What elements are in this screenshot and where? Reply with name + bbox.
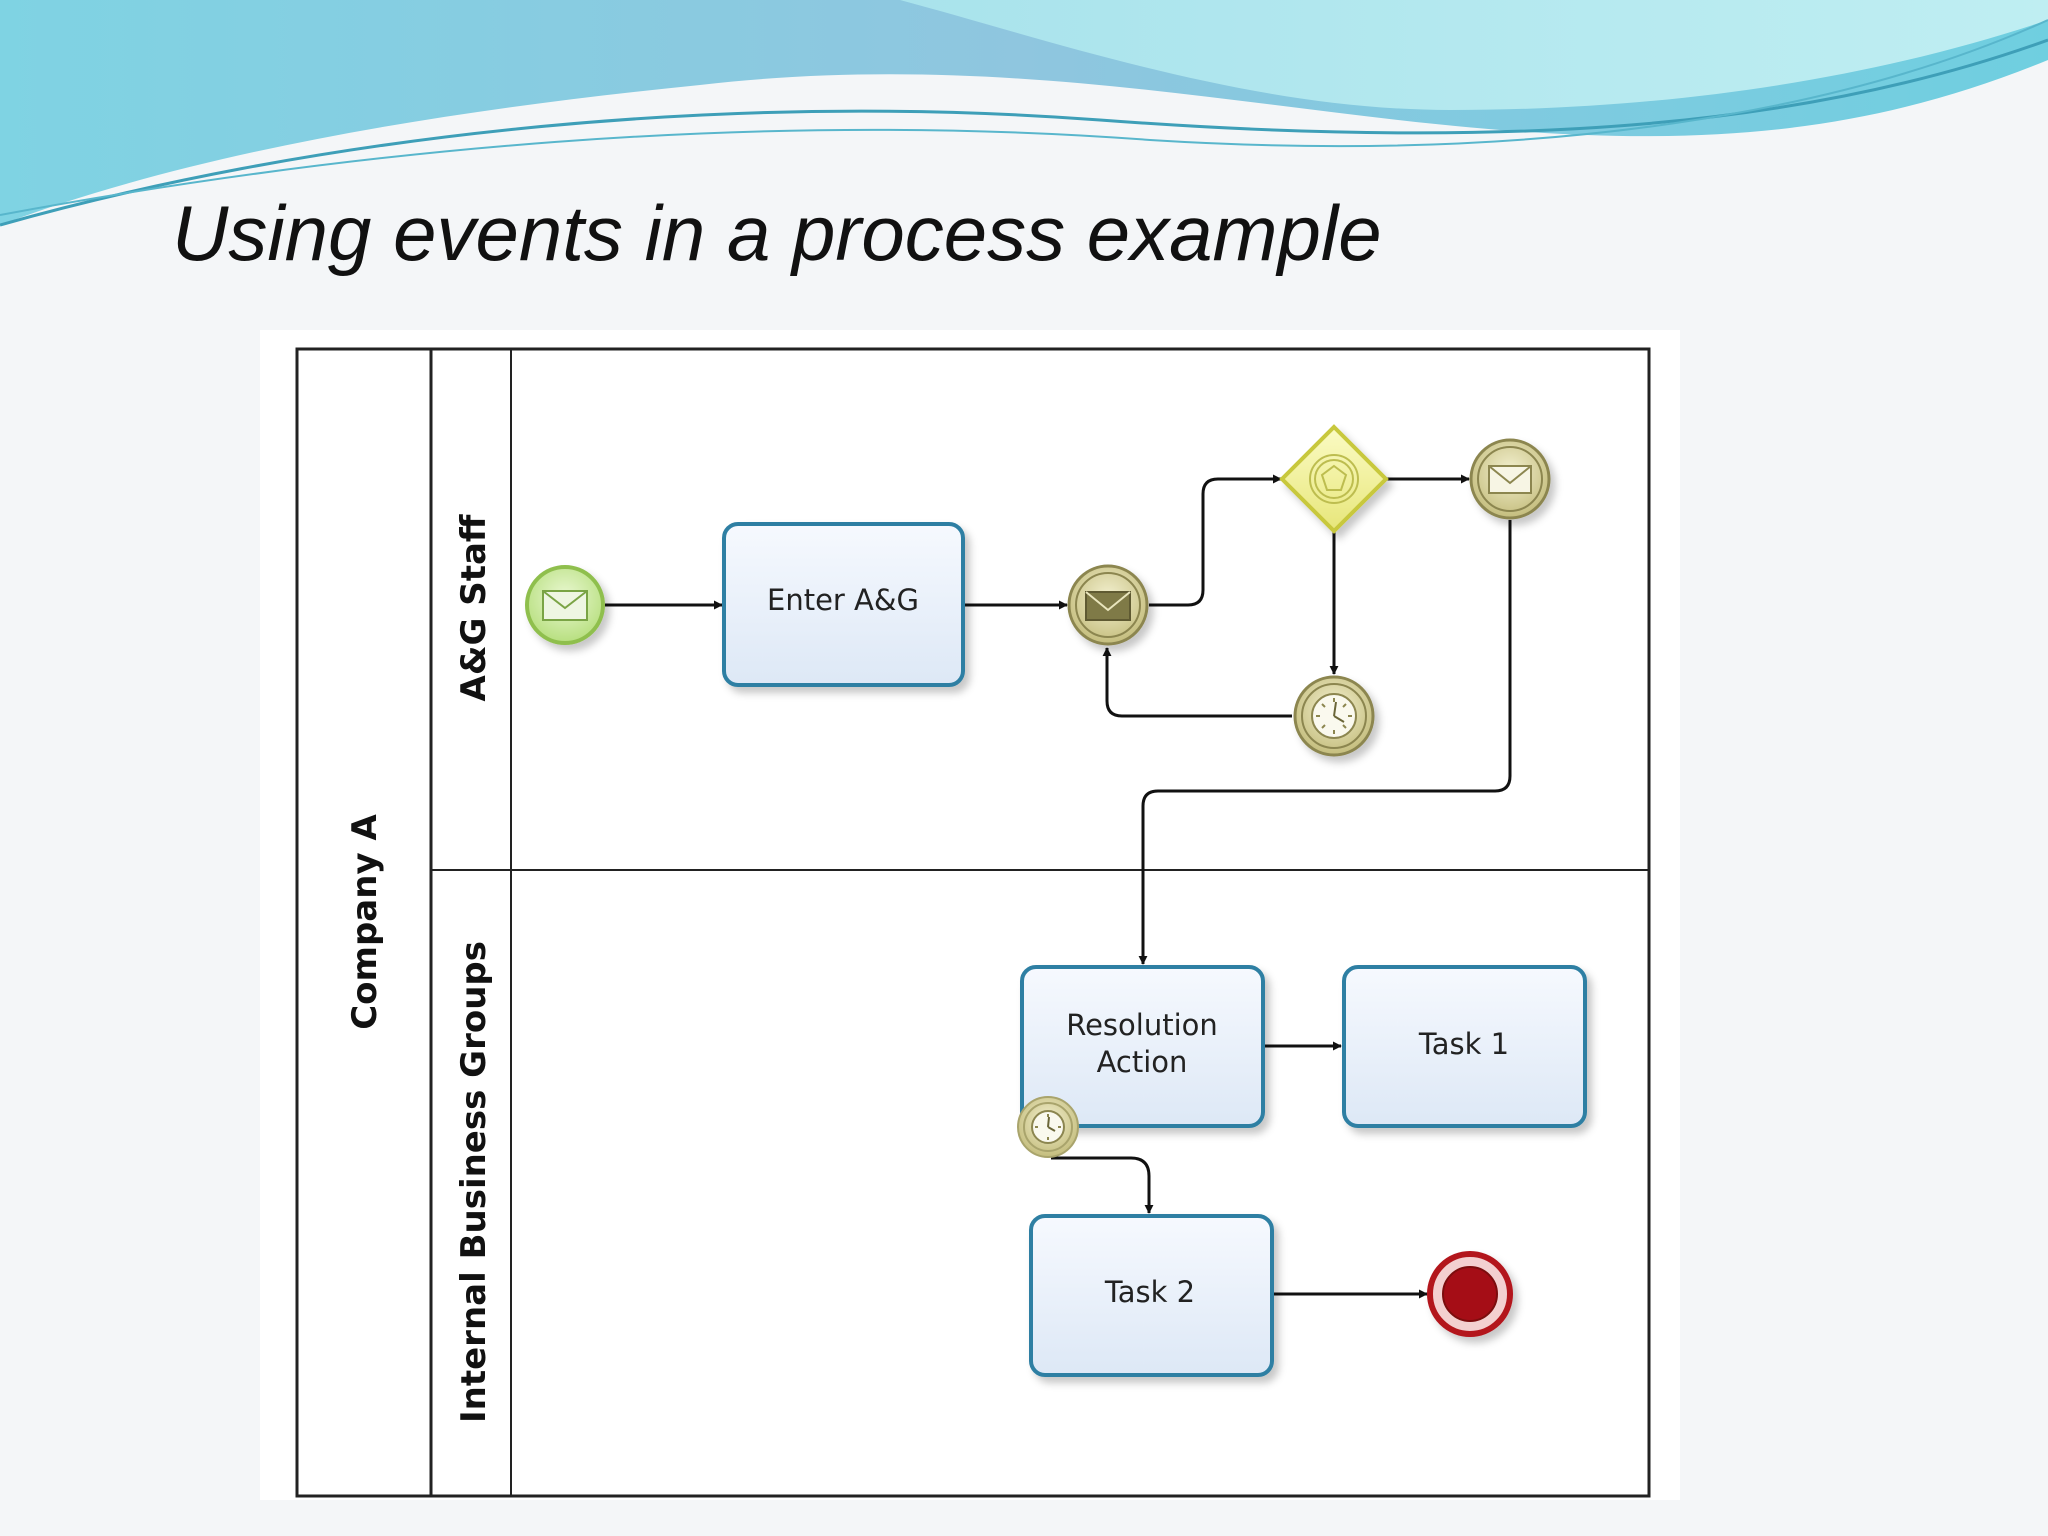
task-box — [1020, 965, 1265, 1128]
lane-label-ag-staff: A&G Staff — [454, 514, 494, 701]
flow-throw-to-resolution — [1138, 520, 1512, 965]
pentagon-icon — [1320, 464, 1348, 491]
lane-label-business-groups: Internal Business Groups — [454, 941, 494, 1423]
flow-catch-to-gateway — [1149, 474, 1282, 607]
intermediate-message-throw-event[interactable] — [1469, 438, 1551, 520]
task-2[interactable]: Task 2 — [1029, 1214, 1274, 1377]
pool: Company A A&G Staff Internal Business Gr… — [295, 347, 1651, 1498]
flow-boundary-to-task2 — [1051, 1156, 1154, 1214]
task-resolution-action[interactable]: Resolution Action — [1020, 965, 1265, 1128]
envelope-icon — [1085, 591, 1131, 621]
task-label-line2: Action — [1097, 1045, 1188, 1079]
envelope-icon — [542, 590, 588, 621]
pool-label: Company A — [345, 814, 385, 1030]
task-label: Task 2 — [1104, 1275, 1195, 1309]
task-box — [1342, 965, 1587, 1128]
end-event[interactable] — [1427, 1251, 1513, 1337]
event-based-gateway[interactable] — [1279, 424, 1389, 534]
boundary-timer-event[interactable] — [1017, 1096, 1079, 1158]
clock-icon — [1311, 693, 1357, 739]
task-label: Enter A&G — [767, 583, 919, 617]
task-label: Task 1 — [1418, 1027, 1509, 1061]
task-1[interactable]: Task 1 — [1342, 965, 1587, 1128]
task-box — [722, 522, 965, 687]
task-enter-ag[interactable]: Enter A&G — [722, 522, 965, 687]
pool-border — [295, 347, 1651, 1498]
sequence-flows — [605, 474, 1512, 1299]
slide-title: Using events in a process example — [172, 189, 1382, 277]
clock-icon — [1031, 1110, 1065, 1144]
task-label-line1: Resolution — [1066, 1008, 1218, 1042]
start-event[interactable] — [525, 565, 605, 645]
task-box — [1029, 1214, 1274, 1377]
envelope-icon — [1488, 465, 1532, 494]
intermediate-timer-event[interactable] — [1293, 675, 1375, 757]
filled-circle-icon — [1442, 1266, 1498, 1322]
intermediate-message-catch-event[interactable] — [1067, 564, 1149, 646]
flow-timer-to-catch — [1102, 647, 1292, 718]
